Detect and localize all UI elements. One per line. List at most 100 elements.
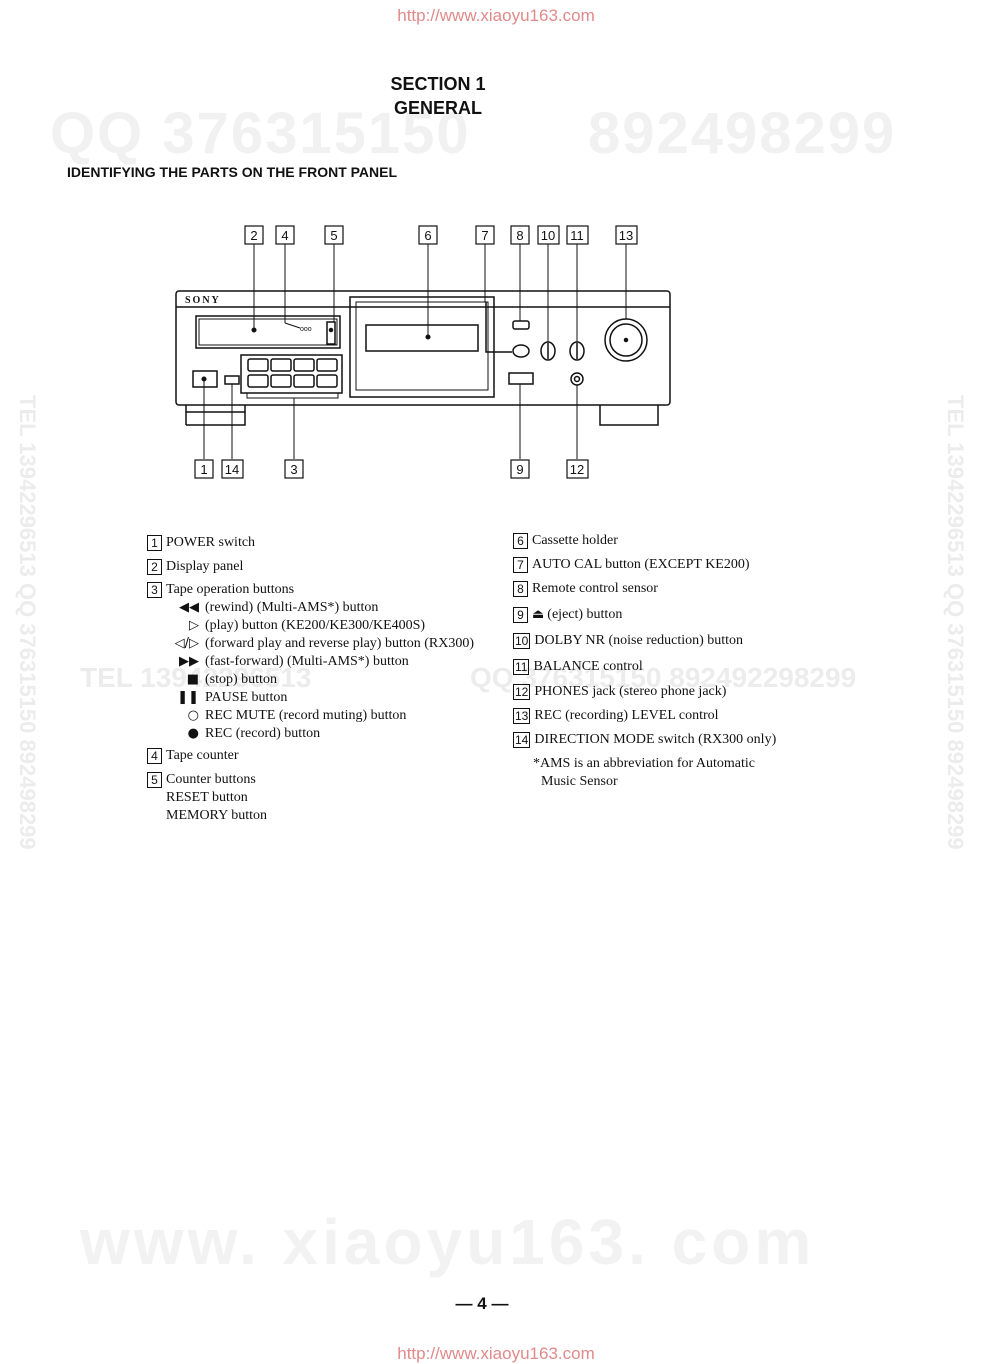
ams-note-line2: Music Sensor xyxy=(541,774,618,789)
legend-num: 12 xyxy=(513,684,531,700)
legend-sub-reset: RESET button xyxy=(166,789,248,805)
legend-item-12: 12 PHONES jack (stereo phone jack) xyxy=(513,683,843,701)
rec-mute-icon: ○ xyxy=(187,708,199,723)
legend-label: Tape counter xyxy=(166,748,239,763)
legend-sub-rec: ● REC (record) button xyxy=(147,725,507,743)
callout-6 xyxy=(418,225,438,245)
stop-icon: ■ xyxy=(186,672,199,687)
legend-num: 14 xyxy=(513,732,531,748)
legend-left: 1 POWER switch 2 Display panel 3 Tape op… xyxy=(147,534,507,825)
page-number: — 4 — xyxy=(455,1294,509,1313)
subheading: IDENTIFYING THE PARTS ON THE FRONT PANEL xyxy=(67,164,398,180)
chassis-outline xyxy=(175,290,671,406)
legend-item-2: 2 Display panel xyxy=(147,558,507,576)
legend-label: Cassette holder xyxy=(532,533,618,548)
left-foot xyxy=(185,405,246,413)
legend-item-9: 9 ⏏ (eject) button xyxy=(513,606,843,624)
legend-sub-text: (fast-forward) (Multi-AMS*) button xyxy=(205,654,409,669)
legend-num: 11 xyxy=(513,659,530,675)
legend-sub-rewind: ◀◀ (rewind) (Multi-AMS*) button xyxy=(147,599,507,617)
legend-item-7: 7 AUTO CAL button (EXCEPT KE200) xyxy=(513,556,843,574)
legend-sub-forward-reverse: ◁/▷ (forward play and reverse play) butt… xyxy=(147,635,507,653)
callout-7 xyxy=(475,225,495,245)
callout-14 xyxy=(221,459,244,479)
svg-text:9: 9 xyxy=(516,462,523,477)
dolby-button-shape xyxy=(512,344,530,358)
forward-reverse-icon: ◁/▷ xyxy=(174,636,199,651)
legend-num: 3 xyxy=(147,582,162,598)
callout-4 xyxy=(275,225,295,245)
legend-num: 8 xyxy=(513,581,528,597)
legend-num: 7 xyxy=(513,557,528,573)
watermark-qq-mid: QQ 376315150 892492298299 xyxy=(470,662,857,693)
callout-9 xyxy=(510,459,530,479)
legend-sub-play: ▷ (play) button (KE200/KE300/KE400S) xyxy=(147,617,507,635)
watermark-site: www. xiaoyu163. com xyxy=(80,1206,816,1278)
legend-label: DIRECTION MODE switch (RX300 only) xyxy=(534,732,777,747)
svg-text:5: 5 xyxy=(330,228,337,243)
phones-jack-shape xyxy=(570,372,584,386)
callout-13 xyxy=(615,225,638,245)
callout-5 xyxy=(324,225,344,245)
legend-num: 9 xyxy=(513,607,528,623)
legend-sub-pause: ❚❚ PAUSE button xyxy=(147,689,507,707)
callout-11 xyxy=(566,225,589,245)
legend-sub-stop: ■ (stop) button xyxy=(147,671,507,689)
legend-sub-text: REC (record) button xyxy=(205,726,321,741)
svg-text:ooo: ooo xyxy=(300,326,312,333)
section-number: SECTION 1 xyxy=(390,74,486,94)
legend-label: REC (recording) LEVEL control xyxy=(534,708,719,723)
legend-item-11: 11 BALANCE control xyxy=(513,658,843,676)
svg-text:8: 8 xyxy=(516,228,523,243)
watermark-qq-left: QQ 376315150 xyxy=(50,101,471,166)
pause-icon: ❚❚ xyxy=(177,690,199,705)
callout-10 xyxy=(537,225,560,245)
header-url[interactable]: http://www.xiaoyu163.com xyxy=(397,6,595,25)
legend-label: Display panel xyxy=(166,558,244,574)
watermark-qq-right: 892498299 xyxy=(588,101,897,166)
legend-item-5: 5 Counter buttons xyxy=(147,771,507,789)
front-panel-diagram: ooo xyxy=(175,225,671,479)
eject-button-shape xyxy=(508,372,534,385)
legend-sub-text: (play) button (KE200/KE300/KE400S) xyxy=(205,618,426,633)
footer-url[interactable]: http://www.xiaoyu163.com xyxy=(397,1344,595,1363)
legend-num: 6 xyxy=(513,533,528,549)
legend-label: AUTO CAL button (EXCEPT KE200) xyxy=(532,557,750,572)
svg-text:4: 4 xyxy=(281,228,288,243)
legend-num: 4 xyxy=(147,748,162,764)
svg-text:7: 7 xyxy=(481,228,488,243)
legend-sub-memory: MEMORY button xyxy=(166,807,267,823)
rewind-icon: ◀◀ xyxy=(179,600,199,615)
record-icon: ● xyxy=(187,726,199,741)
legend-label: PHONES jack (stereo phone jack) xyxy=(534,684,727,699)
callout-3 xyxy=(284,459,304,479)
legend-label: (eject) button xyxy=(547,607,623,622)
legend-sub-text: REC MUTE (record muting) button xyxy=(205,708,407,723)
legend-item-1: 1 POWER switch xyxy=(147,534,507,552)
legend-sub-text: (rewind) (Multi-AMS*) button xyxy=(205,600,379,615)
watermark-tel: TEL 13942296513 xyxy=(80,662,312,693)
svg-text:11: 11 xyxy=(570,228,584,243)
callout-12 xyxy=(566,459,589,479)
legend-right: 6 Cassette holder 7 AUTO CAL button (EXC… xyxy=(513,532,843,791)
display-window xyxy=(195,315,341,349)
legend-num: 2 xyxy=(147,558,162,575)
legend-label: Tape operation buttons xyxy=(166,582,295,597)
power-switch-shape xyxy=(192,370,218,388)
legend-num: 1 xyxy=(147,535,162,551)
legend-item-3: 3 Tape operation buttons xyxy=(147,581,507,599)
eject-icon: ⏏ xyxy=(532,607,545,622)
legend-item-10: 10 DOLBY NR (noise reduction) button xyxy=(513,632,843,650)
counter-buttons xyxy=(326,321,336,345)
legend-sub-text: (forward play and reverse play) button (… xyxy=(205,636,475,651)
svg-text:12: 12 xyxy=(570,462,584,477)
svg-text:2: 2 xyxy=(250,228,257,243)
legend-item-13: 13 REC (recording) LEVEL control xyxy=(513,707,843,725)
svg-text:1: 1 xyxy=(200,462,207,477)
section-title: GENERAL xyxy=(393,98,482,118)
svg-text:13: 13 xyxy=(619,228,633,243)
tape-buttons-shape xyxy=(240,354,343,394)
right-foot xyxy=(599,405,659,426)
legend-num: 5 xyxy=(147,771,162,788)
callout-8 xyxy=(510,225,530,245)
